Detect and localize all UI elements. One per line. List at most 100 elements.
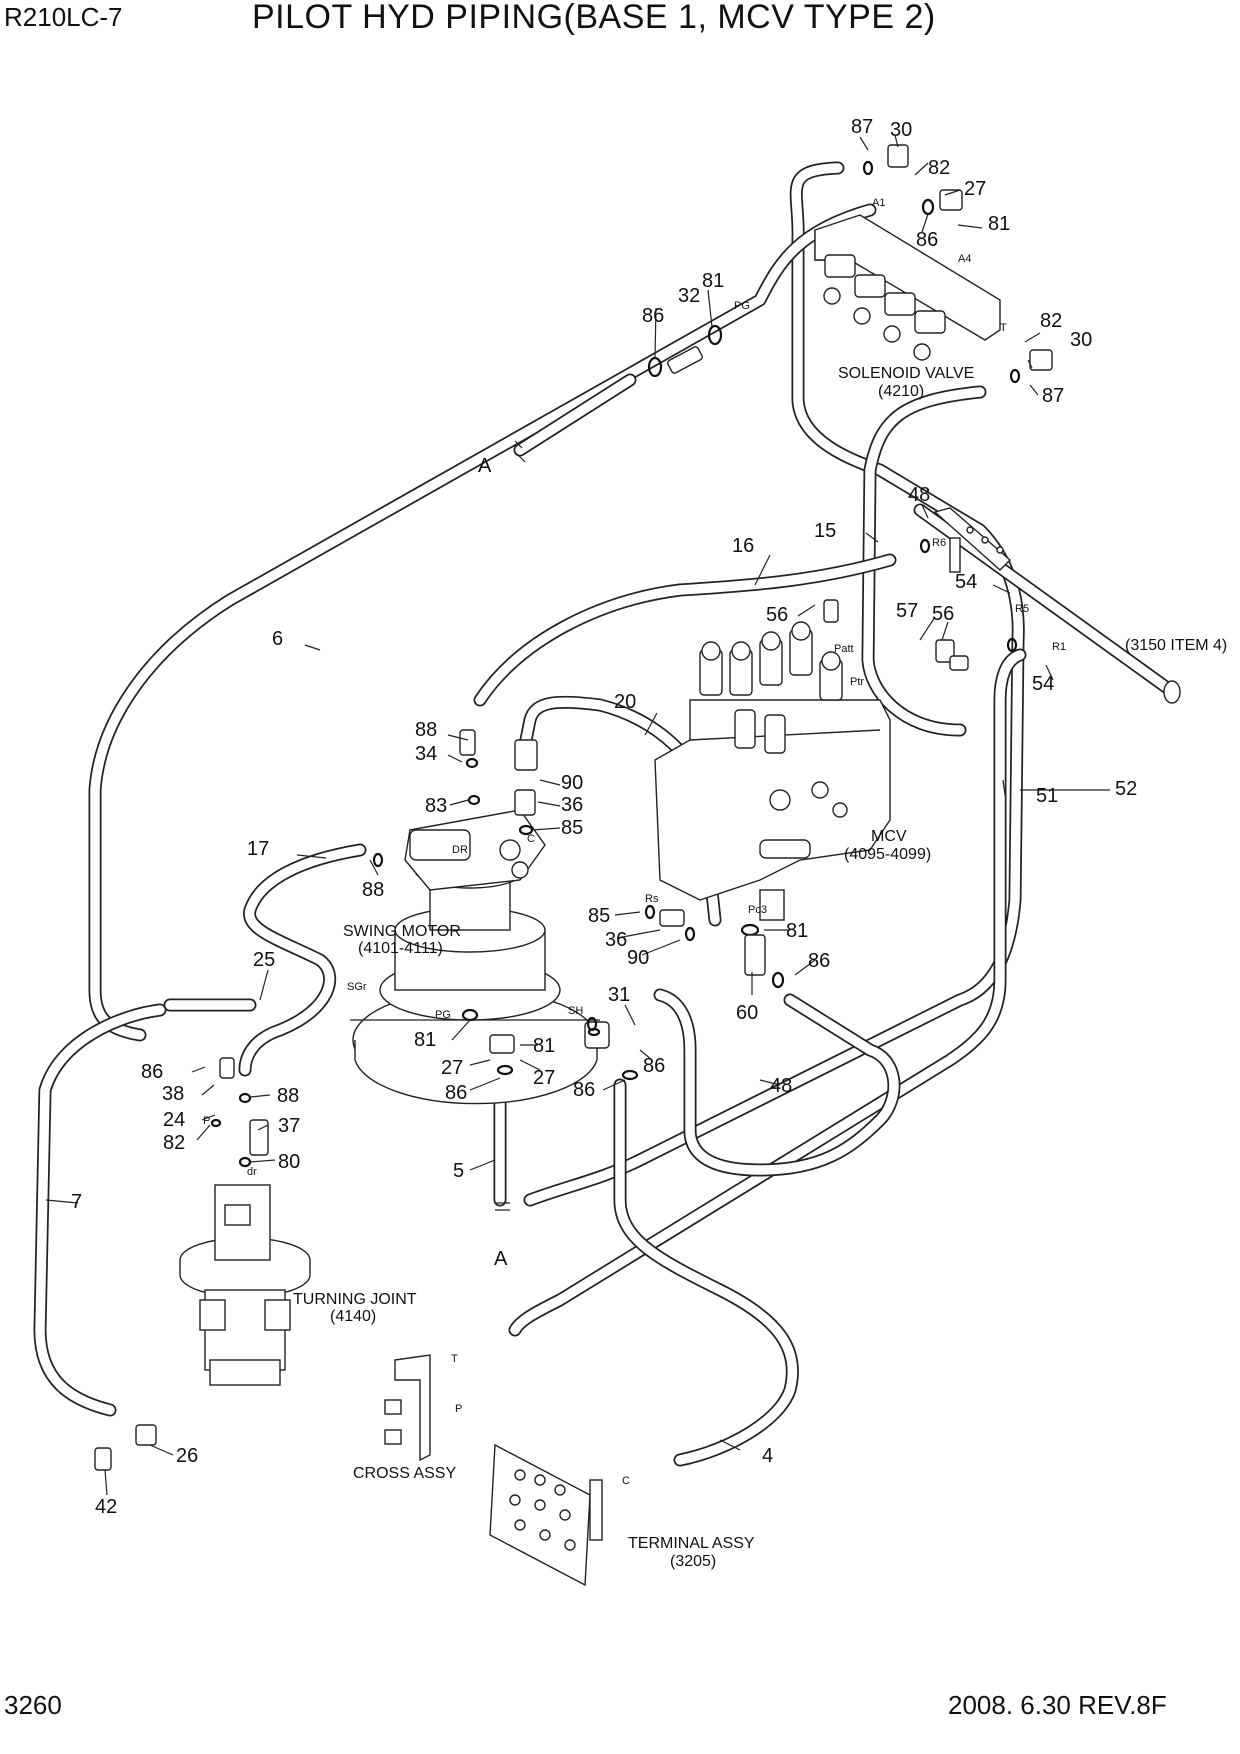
turning-joint-name: TURNING JOINT bbox=[293, 1291, 417, 1308]
callout: 56 bbox=[766, 604, 788, 626]
callout: 34 bbox=[415, 743, 437, 765]
callout: 48 bbox=[770, 1075, 792, 1097]
terminal-assy-ref: (3205) bbox=[670, 1553, 716, 1570]
port-label: Pc3 bbox=[748, 904, 767, 916]
terminal-assy: TERMINAL ASSY (3205) bbox=[489, 1443, 755, 1587]
callout: 85 bbox=[561, 817, 583, 839]
port-label: C bbox=[527, 833, 535, 845]
port-label: SGr bbox=[347, 981, 367, 993]
swing-motor-name: SWING MOTOR bbox=[343, 923, 461, 940]
callout: 24 bbox=[163, 1109, 185, 1131]
fittings bbox=[94, 144, 1053, 1471]
callout: 81 bbox=[786, 920, 808, 942]
model-label: R210LC-7 bbox=[4, 2, 123, 32]
callout: 60 bbox=[736, 1002, 758, 1024]
hose-lines bbox=[33, 161, 1177, 1467]
callout: 37 bbox=[278, 1115, 300, 1137]
callout: 54 bbox=[955, 571, 977, 593]
cross-assy-name: CROSS ASSY bbox=[353, 1465, 456, 1482]
callout: 15 bbox=[814, 520, 836, 542]
port-label: P bbox=[455, 1403, 462, 1415]
callout: 90 bbox=[561, 772, 583, 794]
callout: 86 bbox=[642, 305, 664, 327]
callout: 80 bbox=[278, 1151, 300, 1173]
cross-assy: CROSS ASSY bbox=[353, 1354, 456, 1482]
callout: 51 bbox=[1036, 785, 1058, 807]
callout: 4 bbox=[762, 1445, 773, 1467]
port-label: R5 bbox=[1015, 603, 1029, 615]
break-mark-label: A bbox=[478, 455, 492, 477]
leader-lines bbox=[45, 134, 1110, 1496]
terminal-assy-name: TERMINAL ASSY bbox=[628, 1535, 755, 1552]
callout: 32 bbox=[678, 285, 700, 307]
page-number: 3260 bbox=[4, 1690, 62, 1720]
callout: 86 bbox=[141, 1061, 163, 1083]
callout: 81 bbox=[988, 213, 1010, 235]
port-label: Ptr bbox=[850, 676, 864, 688]
ref-3150-label: (3150 ITEM 4) bbox=[1125, 637, 1227, 654]
swing-motor-ref: (4101-4111) bbox=[358, 940, 443, 957]
break-mark-label: A bbox=[494, 1248, 508, 1270]
callout: 86 bbox=[916, 229, 938, 251]
callout: 82 bbox=[1040, 310, 1062, 332]
callout: 81 bbox=[533, 1035, 555, 1057]
turning-joint-ref: (4140) bbox=[330, 1308, 376, 1325]
callout: 90 bbox=[627, 947, 649, 969]
port-label: dr bbox=[247, 1166, 257, 1178]
callout: 86 bbox=[445, 1082, 467, 1104]
callout: 17 bbox=[247, 838, 269, 860]
callout-numbers: 87 30 82 27 86 81 32 86 81 82 30 87 48 1… bbox=[71, 116, 1137, 1518]
callout: 56 bbox=[932, 603, 954, 625]
callout: 36 bbox=[605, 929, 627, 951]
mcv-name: MCV bbox=[871, 828, 907, 845]
callout: 38 bbox=[162, 1083, 184, 1105]
revision-date: 2008. 6.30 REV.8F bbox=[948, 1690, 1167, 1720]
port-label: T bbox=[451, 1353, 458, 1365]
callout: 54 bbox=[1032, 673, 1054, 695]
port-label: R6 bbox=[932, 537, 946, 549]
port-label: R1 bbox=[1052, 641, 1066, 653]
swing-motor: SWING MOTOR (4101-4111) bbox=[343, 809, 600, 1105]
callout: 25 bbox=[253, 949, 275, 971]
callout: 30 bbox=[1070, 329, 1092, 351]
callout: 36 bbox=[561, 794, 583, 816]
solenoid-valve-ref: (4210) bbox=[878, 383, 924, 400]
port-label: P bbox=[203, 1115, 210, 1127]
callout: 5 bbox=[453, 1160, 464, 1182]
port-labels: A1 A4 PG T R6 R5 R1 Patt Ptr DR C Rs Pc3… bbox=[203, 197, 1066, 1487]
port-label: Patt bbox=[834, 643, 854, 655]
callout: 88 bbox=[362, 879, 384, 901]
callout: 31 bbox=[608, 984, 630, 1006]
callout: 42 bbox=[95, 1496, 117, 1518]
callout: 86 bbox=[643, 1055, 665, 1077]
port-label: SH bbox=[568, 1005, 583, 1017]
break-mark-top bbox=[514, 440, 526, 463]
callout: 86 bbox=[808, 950, 830, 972]
callout: 87 bbox=[851, 116, 873, 138]
callout: 88 bbox=[415, 719, 437, 741]
callout: 26 bbox=[176, 1445, 198, 1467]
callout: 52 bbox=[1115, 778, 1137, 800]
break-mark-bottom bbox=[495, 1202, 510, 1211]
callout: 82 bbox=[928, 157, 950, 179]
callout: 82 bbox=[163, 1132, 185, 1154]
callout: 48 bbox=[908, 484, 930, 506]
callout: 57 bbox=[896, 600, 918, 622]
callout: 87 bbox=[1042, 385, 1064, 407]
mcv-block: MCV (4095-4099) bbox=[654, 621, 931, 921]
callout: 27 bbox=[441, 1057, 463, 1079]
callout: 7 bbox=[71, 1191, 82, 1213]
callout: 27 bbox=[533, 1067, 555, 1089]
turning-joint: TURNING JOINT (4140) bbox=[179, 1184, 417, 1386]
port-label: Rs bbox=[645, 893, 659, 905]
solenoid-valve: SOLENOID VALVE (4210) bbox=[814, 214, 1001, 400]
page-title: PILOT HYD PIPING(BASE 1, MCV TYPE 2) bbox=[252, 0, 936, 36]
port-label: T bbox=[1000, 322, 1007, 334]
callout: 81 bbox=[702, 270, 724, 292]
callout: 85 bbox=[588, 905, 610, 927]
callout: 83 bbox=[425, 795, 447, 817]
callout: 20 bbox=[614, 691, 636, 713]
port-label: DR bbox=[452, 844, 468, 856]
callout: 86 bbox=[573, 1079, 595, 1101]
port-label: A1 bbox=[872, 197, 885, 209]
